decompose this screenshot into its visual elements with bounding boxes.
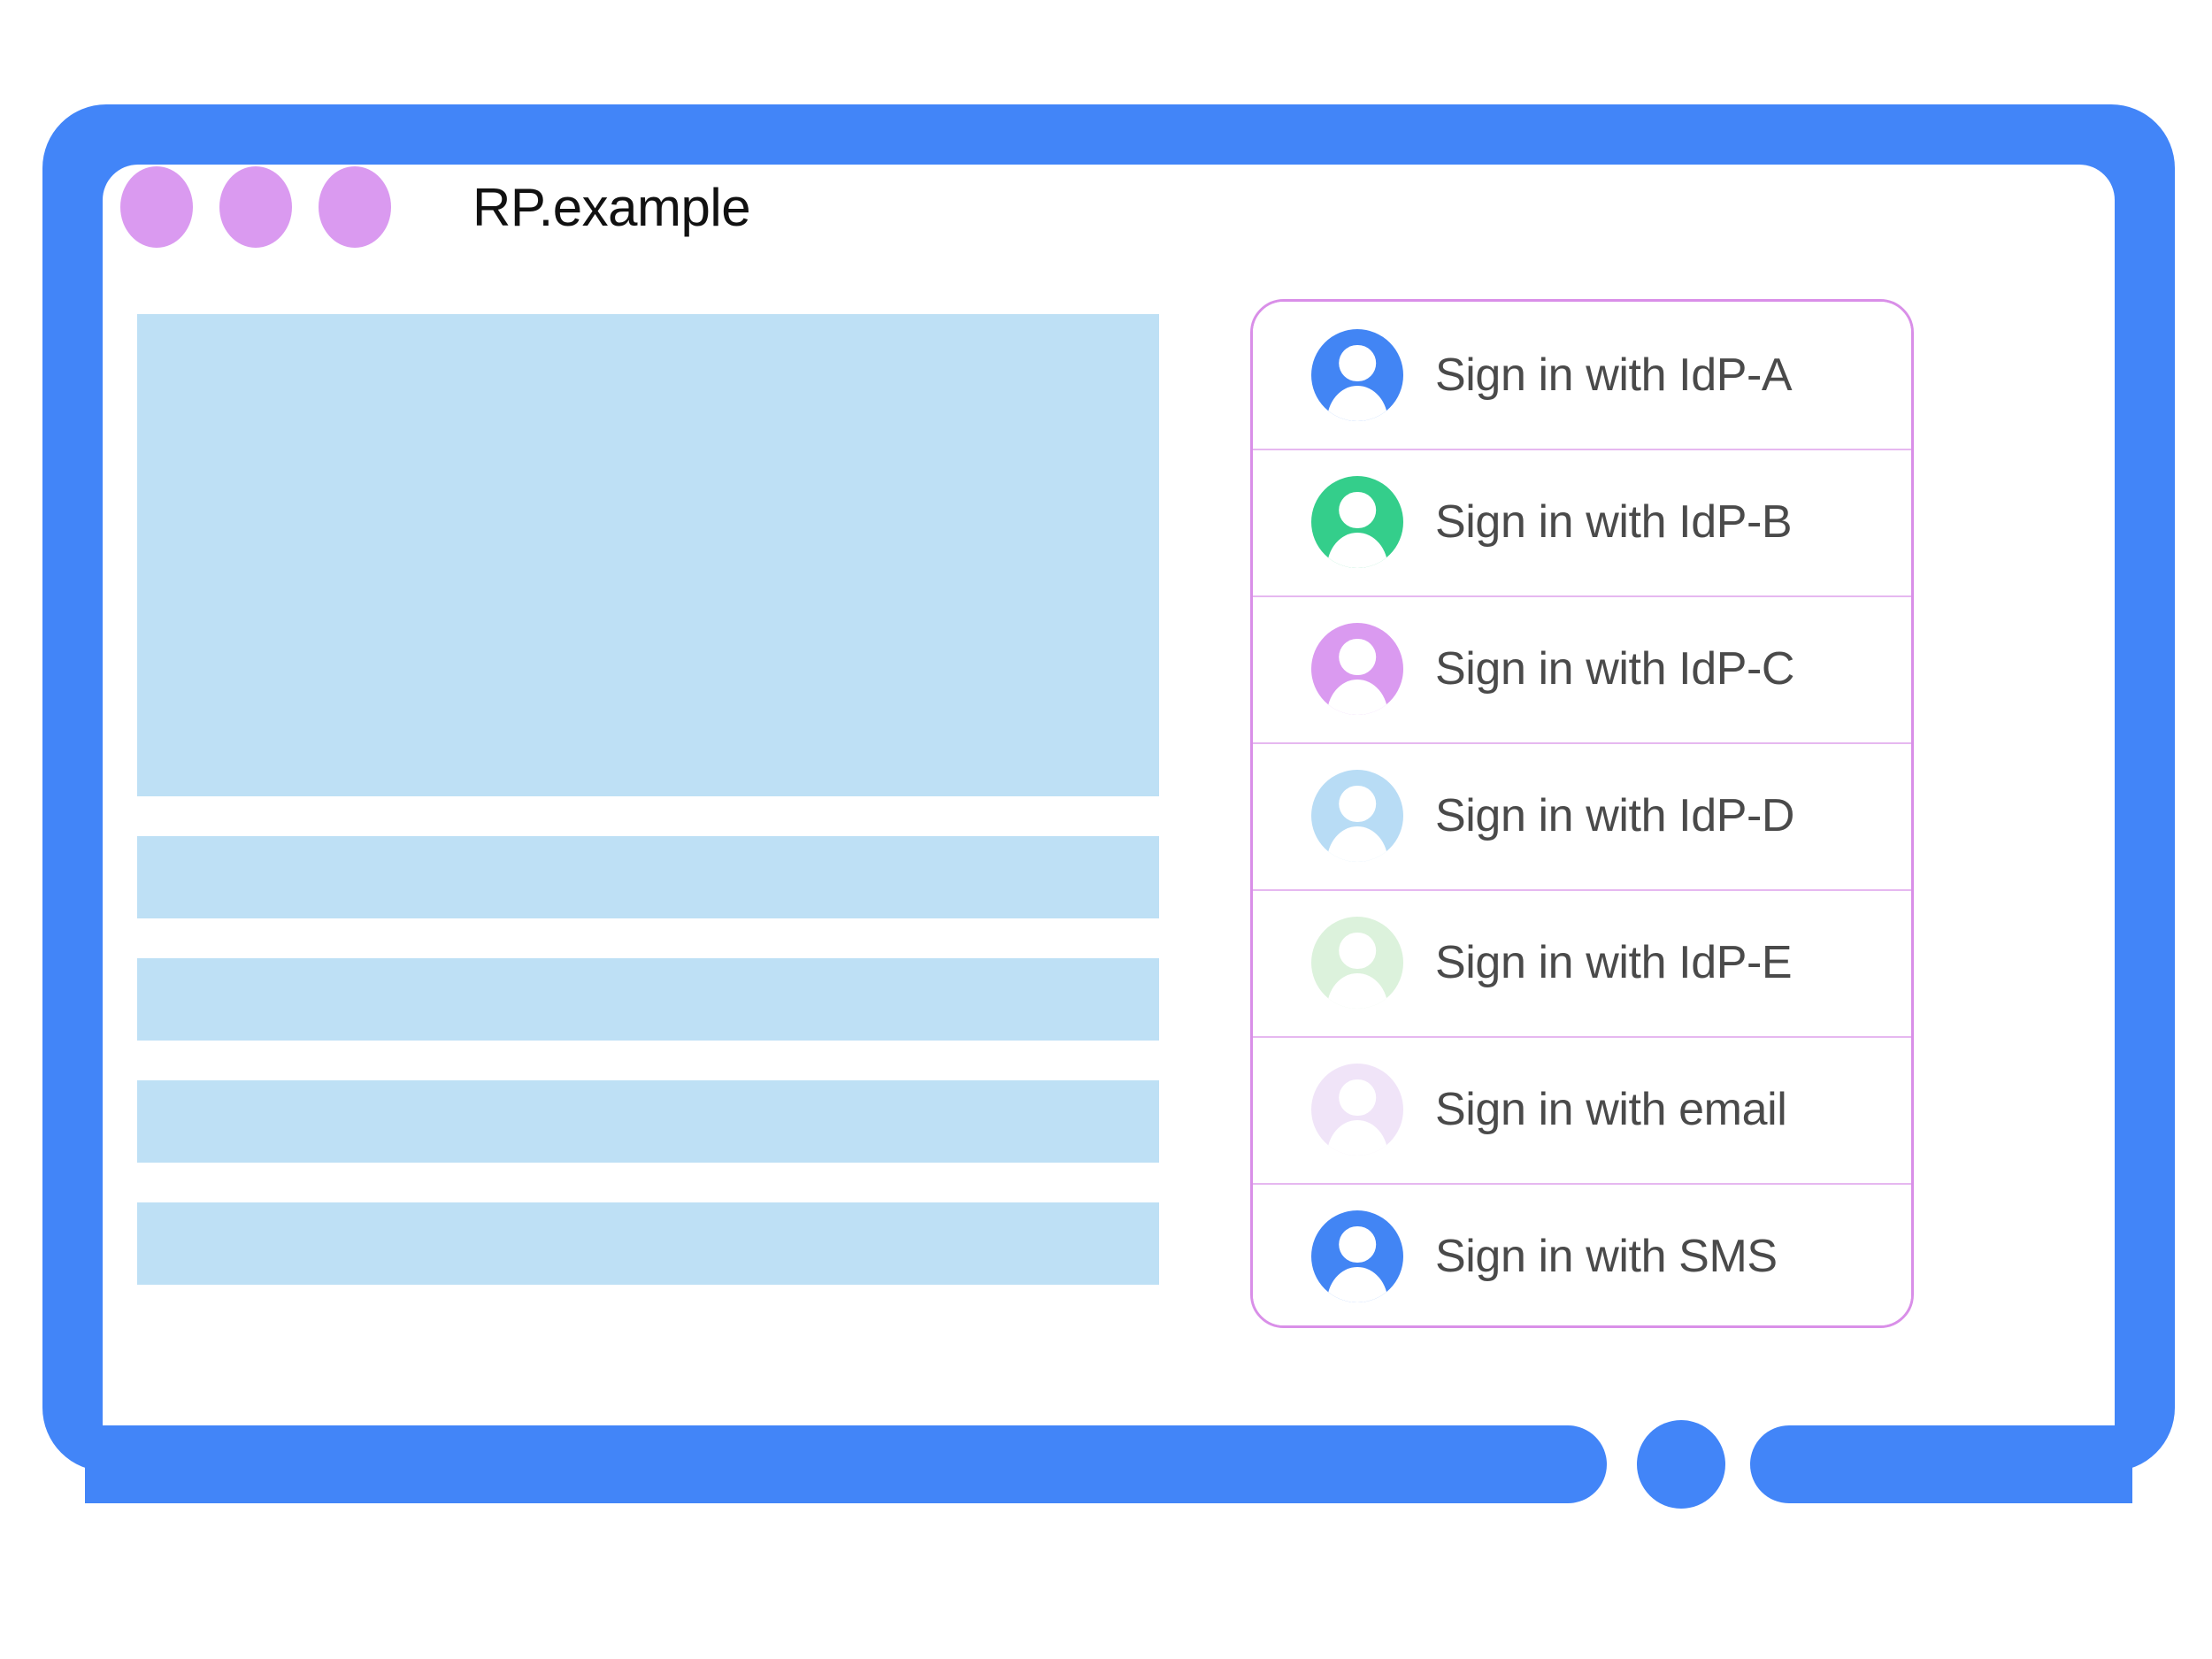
- avatar-icon: [1311, 1064, 1403, 1156]
- avatar-icon: [1311, 917, 1403, 1009]
- avatar-icon: [1311, 1210, 1403, 1302]
- account-label: Sign in with IdP-D: [1435, 790, 1795, 841]
- avatar-icon: [1311, 623, 1403, 715]
- account-row[interactable]: Sign in with email: [1253, 1036, 1911, 1183]
- avatar-icon: [1311, 770, 1403, 862]
- browser-chrome-bar: RP.example: [120, 166, 751, 248]
- account-label: Sign in with IdP-B: [1435, 496, 1793, 548]
- account-label: Sign in with SMS: [1435, 1231, 1778, 1282]
- text-placeholder-1: [137, 836, 1159, 918]
- page-title: RP.example: [472, 177, 751, 237]
- chrome-dot-3-icon[interactable]: [319, 166, 391, 248]
- account-label: Sign in with IdP-E: [1435, 937, 1793, 988]
- account-label: Sign in with IdP-A: [1435, 349, 1793, 401]
- home-button[interactable]: [1637, 1420, 1725, 1509]
- account-label: Sign in with email: [1435, 1084, 1787, 1135]
- text-placeholder-4: [137, 1202, 1159, 1285]
- account-row[interactable]: Sign in with IdP-E: [1253, 889, 1911, 1036]
- account-row[interactable]: Sign in with IdP-D: [1253, 742, 1911, 889]
- avatar-icon: [1311, 329, 1403, 421]
- avatar-icon: [1311, 476, 1403, 568]
- account-label: Sign in with IdP-C: [1435, 643, 1795, 695]
- device-base-left: [85, 1425, 1607, 1503]
- account-row[interactable]: Sign in with IdP-B: [1253, 449, 1911, 595]
- account-row[interactable]: Sign in with IdP-C: [1253, 595, 1911, 742]
- account-chooser-dialog[interactable]: Sign in with IdP-A Sign in with IdP-B Sign…: [1250, 299, 1914, 1328]
- hero-placeholder: [137, 314, 1159, 796]
- device-base-right: [1750, 1425, 2132, 1503]
- chrome-dot-1-icon[interactable]: [120, 166, 193, 248]
- text-placeholder-2: [137, 958, 1159, 1041]
- chrome-dot-2-icon[interactable]: [219, 166, 292, 248]
- page-content-placeholders: [137, 314, 1159, 1325]
- text-placeholder-3: [137, 1080, 1159, 1163]
- account-row[interactable]: Sign in with IdP-A: [1253, 302, 1911, 449]
- account-row[interactable]: Sign in with SMS: [1253, 1183, 1911, 1325]
